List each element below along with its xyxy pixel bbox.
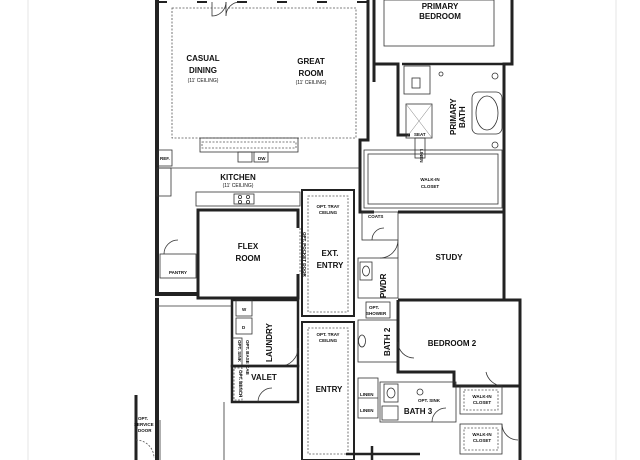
primary-walkin-closet: WALK-IN CLOSET bbox=[363, 149, 503, 209]
walkin-b-label-1: WALK-IN bbox=[472, 394, 491, 399]
bath-2: OPT. SHOWER BATH 2 bbox=[357, 301, 399, 363]
walkin-primary-label-2: CLOSET bbox=[421, 184, 440, 189]
walkin-c-label-2: CLOSET bbox=[473, 438, 492, 443]
bedroom-2: BEDROOM 2 bbox=[396, 300, 520, 388]
ref-label: REF. bbox=[160, 156, 170, 161]
primary-bedroom-label-1: PRIMARY bbox=[422, 2, 459, 11]
primary-bedroom-label-2: BEDROOM bbox=[419, 12, 461, 21]
walkin-b-label-2: CLOSET bbox=[473, 400, 492, 405]
great-room-area: CASUAL DINING (11' CEILING) GREAT ROOM (… bbox=[171, 1, 357, 139]
opt-service-label-3: DOOR bbox=[138, 428, 152, 433]
opt-sink-2-label: OPT. SINK bbox=[418, 398, 441, 403]
bedroom2-label: BEDROOM 2 bbox=[428, 339, 477, 348]
valet: VALET OPT. BENCH bbox=[230, 364, 300, 404]
primary-bath-label-1: PRIMARY bbox=[449, 98, 458, 135]
great-room-label-1: GREAT bbox=[297, 57, 325, 66]
opt-tray-1-label-b: CEILING bbox=[319, 210, 338, 215]
ext-entry: OPT. TRAY CEILING EXT. ENTRY bbox=[301, 189, 355, 317]
study: STUDY bbox=[398, 210, 504, 302]
primary-bath: SEAT LINEN PRIMARY BATH bbox=[402, 62, 512, 163]
walkin-primary-label-1: WALK-IN bbox=[420, 177, 439, 182]
pwdr-label: PWDR bbox=[379, 273, 388, 298]
linen-a-label: LINEN bbox=[360, 392, 374, 397]
bath-3: LINEN LINEN OPT. SINK BATH 3 bbox=[357, 377, 457, 423]
pantry: PANTRY bbox=[159, 239, 197, 279]
linen-primary-label: LINEN bbox=[419, 149, 424, 163]
study-label: STUDY bbox=[435, 253, 463, 262]
flex-room-label-2: ROOM bbox=[236, 254, 261, 263]
opt-bench-label: OPT. BENCH bbox=[238, 370, 243, 397]
service-door: OPT. SERVICE DOOR bbox=[134, 305, 232, 460]
flex-room-label-1: FLEX bbox=[238, 242, 259, 251]
dryer-label: D bbox=[242, 325, 246, 330]
bath3-label: BATH 3 bbox=[404, 407, 433, 416]
kitchen: DW REF. KITCHEN (11' CEILING) bbox=[156, 137, 360, 207]
washer-label: W bbox=[242, 307, 247, 312]
opt-tray-2-label-b: CEILING bbox=[319, 338, 338, 343]
opt-shower-label-1: OPT. bbox=[369, 305, 379, 310]
opt-shower-label-2: SHOWER bbox=[366, 311, 387, 316]
opt-pocket-door-label: OPT. POCKET DOOR bbox=[302, 232, 307, 278]
laundry-label: LAUNDRY bbox=[265, 323, 274, 362]
ext-entry-label-2: ENTRY bbox=[317, 261, 344, 270]
entry-label: ENTRY bbox=[316, 385, 343, 394]
bath2-label: BATH 2 bbox=[383, 327, 392, 356]
opt-sink-label: OPT. SINK bbox=[237, 340, 242, 363]
coats-label: COATS bbox=[368, 214, 383, 219]
great-room-ceiling: (11' CEILING) bbox=[296, 80, 327, 86]
entry: OPT. TRAY CEILING ENTRY bbox=[301, 321, 355, 460]
valet-label: VALET bbox=[251, 373, 277, 382]
coats-pwdr: COATS PWDR bbox=[357, 211, 399, 299]
great-room-label-2: ROOM bbox=[299, 69, 324, 78]
opt-tray-2-label-a: OPT. TRAY bbox=[316, 332, 339, 337]
laundry: W D LAUNDRY OPT. SINK OPT. BASE CAB bbox=[230, 298, 300, 376]
seat-label: SEAT bbox=[414, 132, 426, 137]
pantry-label: PANTRY bbox=[169, 270, 187, 275]
opt-tray-1-label-a: OPT. TRAY bbox=[316, 204, 339, 209]
dw-label: DW bbox=[258, 156, 266, 161]
flex-room: FLEX ROOM OPT. POCKET DOOR bbox=[196, 208, 307, 300]
casual-dining-ceiling: (11' CEILING) bbox=[188, 78, 219, 84]
walkin-c-label-1: WALK-IN bbox=[472, 432, 491, 437]
primary-bedroom: PRIMARY BEDROOM bbox=[383, 0, 495, 47]
kitchen-label: KITCHEN bbox=[220, 173, 256, 182]
walkin-closets-secondary: WALK-IN CLOSET WALK-IN CLOSET bbox=[459, 371, 519, 455]
opt-service-label-1: OPT. bbox=[138, 416, 148, 421]
linen-b-label: LINEN bbox=[360, 408, 374, 413]
casual-dining-label-2: DINING bbox=[189, 66, 217, 75]
primary-bath-label-2: BATH bbox=[458, 106, 467, 128]
casual-dining-label-1: CASUAL bbox=[186, 54, 219, 63]
opt-service-label-2: SERVICE bbox=[134, 422, 154, 427]
opt-base-cab-label: OPT. BASE CAB bbox=[245, 340, 250, 376]
ext-entry-label-1: EXT. bbox=[322, 249, 339, 258]
kitchen-ceiling: (11' CEILING) bbox=[223, 183, 254, 189]
